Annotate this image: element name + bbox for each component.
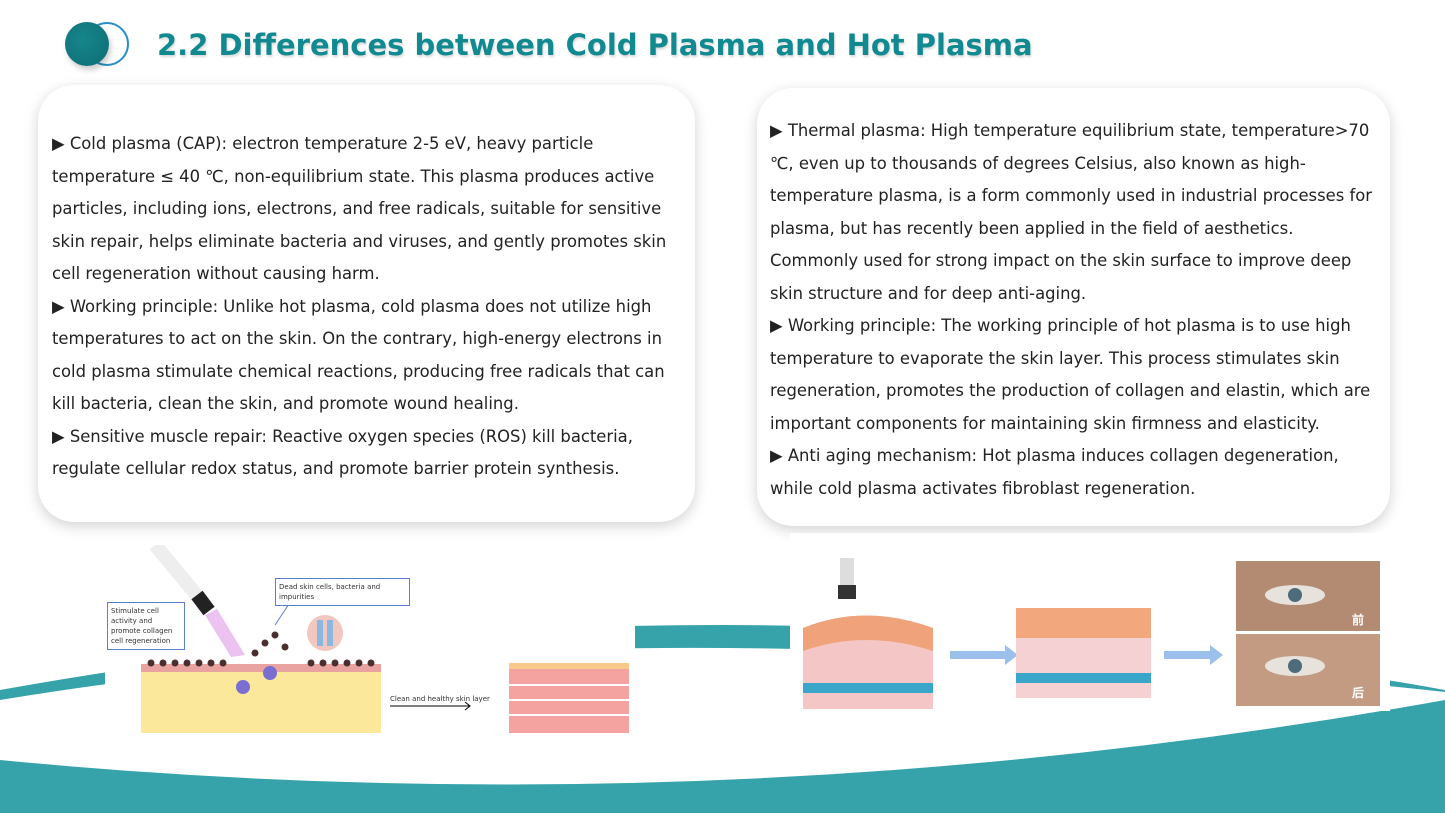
- logo-circles: [65, 22, 131, 66]
- hot-plasma-definition: ▶ Thermal plasma: High temperature equil…: [770, 121, 1372, 303]
- cold-plasma-card: ▶ Cold plasma (CAP): electron temperatur…: [38, 85, 695, 522]
- label-clean-skin: Clean and healthy skin layer: [390, 695, 490, 703]
- before-label: 前: [1352, 613, 1365, 627]
- cold-plasma-illustration: Stimulate cell activity and promote coll…: [105, 545, 635, 735]
- label-dead-skin: Dead skin cells, bacteria and impurities: [275, 578, 410, 606]
- cold-plasma-repair: ▶ Sensitive muscle repair: Reactive oxyg…: [52, 426, 633, 479]
- after-label: 后: [1352, 686, 1365, 700]
- cold-plasma-definition: ▶ Cold plasma (CAP): electron temperatur…: [52, 134, 667, 283]
- hot-plasma-anti-aging: ▶ Anti aging mechanism: Hot plasma induc…: [770, 446, 1339, 498]
- label-stimulate: Stimulate cell activity and promote coll…: [107, 602, 185, 650]
- hot-plasma-illustration: 前 后: [790, 533, 1390, 711]
- hot-plasma-card: ▶ Thermal plasma: High temperature equil…: [757, 88, 1390, 526]
- page-title: 2.2 Differences between Cold Plasma and …: [157, 28, 1033, 62]
- hot-plasma-principle: ▶ Working principle: The working princip…: [770, 316, 1371, 433]
- cold-plasma-principle: ▶ Working principle: Unlike hot plasma, …: [52, 296, 665, 414]
